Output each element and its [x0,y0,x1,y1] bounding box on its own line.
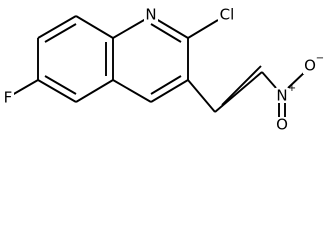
bond-c3-ca [187,79,216,113]
molecule-drawing: N Cl F N + O − O [2,6,324,134]
atom-n2: N + [275,83,296,105]
atom-o1-charge: − [316,53,324,64]
atom-o2-label: O [276,116,288,134]
atom-o1: O − [303,53,324,75]
bond-c2-cl [187,19,219,39]
atom-layer: N Cl F N + O − O [2,6,324,134]
atom-n1: N [144,6,158,24]
atom-f-label: F [4,89,13,107]
bond-c6-f [11,79,39,96]
atom-n1-label: N [145,6,156,24]
atom-f: F [2,89,14,107]
atom-o1-label: O [304,57,316,75]
bond-c5-c4a [75,79,114,103]
bond-c4-c4a [112,79,152,103]
bond-c3-c4 [150,79,189,103]
bond-ca-cb-inner [221,65,262,106]
bond-ca-cb [214,71,263,113]
bond-layer [11,15,308,118]
structure-diagram: N Cl F N + O − O [2,6,324,134]
bond-c8a-c8 [75,15,114,39]
bond-n1-c2-inner [150,23,182,43]
bond-c3-c4-inner [150,75,182,95]
atom-o2: O [275,116,289,134]
atom-cl-label: Cl [220,6,235,24]
bond-c6-c5 [37,79,77,103]
bond-c8-c7-inner [44,23,77,43]
atom-cl: Cl [218,6,238,24]
atom-n2-charge: + [288,83,296,94]
atom-n2-label: N [276,87,287,105]
bond-c6-c5-inner [44,75,77,95]
bond-c8-c7 [37,15,77,39]
bond-cb-n2 [261,71,277,89]
